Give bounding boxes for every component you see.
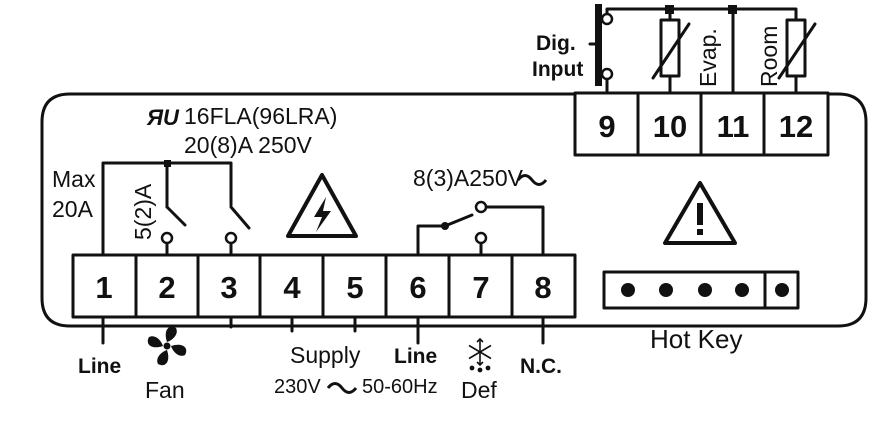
ac-tilde-icon <box>516 174 548 186</box>
snowflake-icon <box>468 337 492 373</box>
supply-voltage-label: 230V <box>274 376 321 398</box>
dig-input-switch-bar <box>595 4 602 86</box>
def-relay-rating: 8(3)A250V <box>413 165 524 191</box>
terminal-12-number: 12 <box>779 109 813 144</box>
terminal-2-number: 2 <box>158 270 175 305</box>
terminal-3-number: 3 <box>220 270 237 305</box>
dig-input-label: Dig. <box>536 32 576 55</box>
terminal-6-number: 6 <box>409 270 426 305</box>
hot-key-label: Hot Key <box>650 324 743 354</box>
max-label: Max <box>52 166 96 192</box>
terminal-10-number: 10 <box>653 109 687 144</box>
evap-sensor-label: Evap. <box>695 28 721 87</box>
caution-warning-icon <box>663 181 737 245</box>
terminal-9-number: 9 <box>598 109 615 144</box>
rating-current-voltage: 20(8)A 250V <box>184 132 313 158</box>
evap-sensor-symbol <box>659 18 681 78</box>
fan-icon <box>147 326 187 366</box>
terminal-1-number: 1 <box>95 270 112 305</box>
terminal-4-number: 4 <box>283 270 301 305</box>
max-current-label: 20A <box>52 196 94 222</box>
room-sensor-label: Room <box>756 26 782 87</box>
terminal-8-number: 8 <box>534 270 551 305</box>
line-label-2: Line <box>394 345 437 368</box>
controller-body-outline <box>40 92 868 328</box>
supply-frequency-label: 50-60Hz <box>362 376 438 398</box>
room-sensor-symbol <box>785 18 807 78</box>
dig-input-label-2: Input <box>532 58 583 81</box>
high-voltage-warning-icon <box>286 173 358 238</box>
fan-relay-rating: 5(2)A <box>130 183 156 240</box>
terminal-5-number: 5 <box>346 270 363 305</box>
ul-recognized-icon: ЯU <box>146 105 180 130</box>
hot-key-connector <box>602 270 800 310</box>
def-label: Def <box>461 377 497 403</box>
nc-label: N.C. <box>520 355 562 378</box>
terminal-11-number: 11 <box>717 109 750 144</box>
ac-tilde-icon <box>326 382 358 394</box>
fan-label: Fan <box>145 377 185 403</box>
supply-label: Supply <box>290 342 361 368</box>
terminal-7-number: 7 <box>472 270 489 305</box>
line-label-1: Line <box>78 355 121 378</box>
rating-fla-lra: 16FLA(96LRA) <box>184 103 337 129</box>
